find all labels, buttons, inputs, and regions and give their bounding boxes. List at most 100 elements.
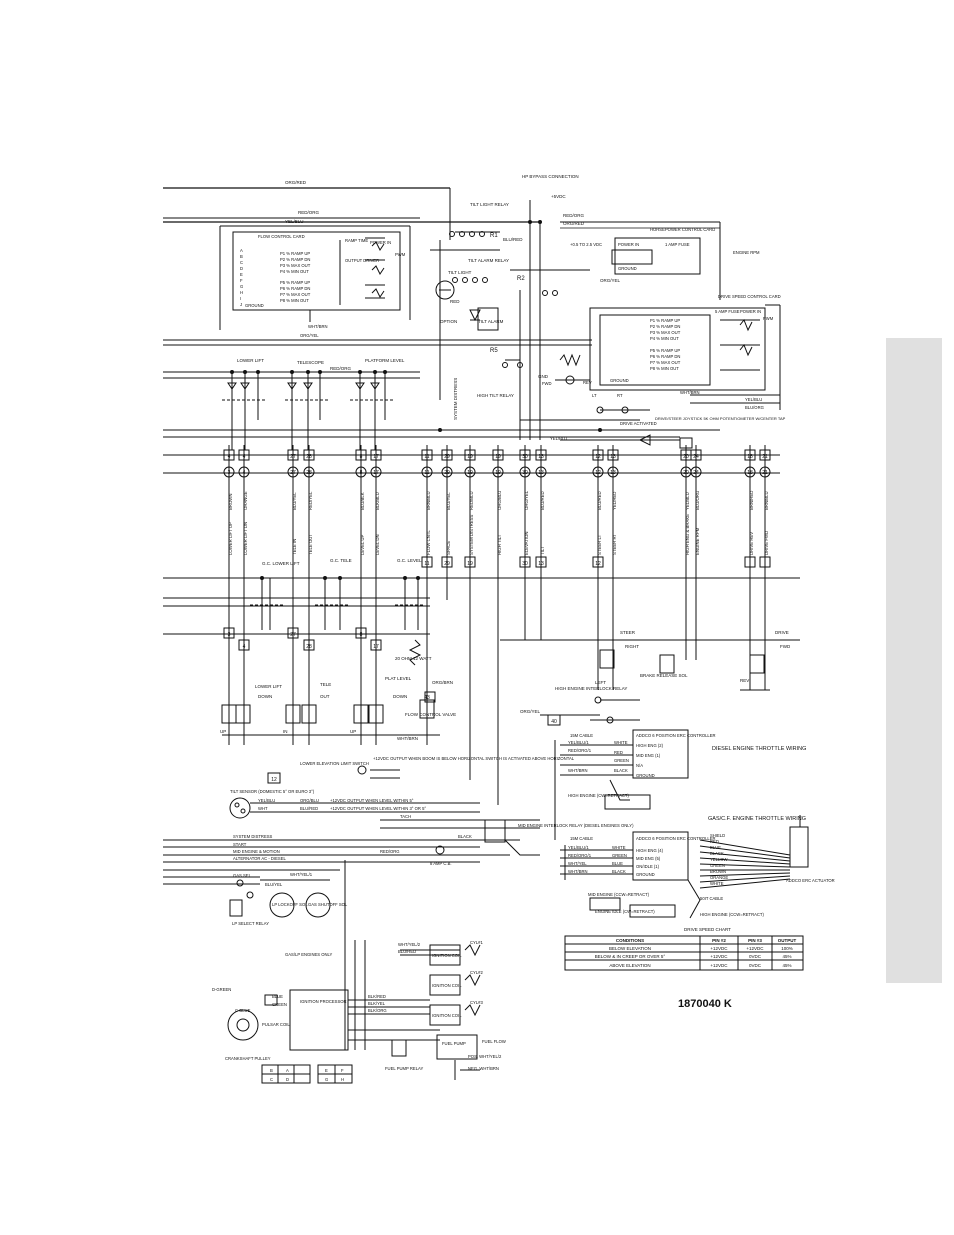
gc-level: G.C. LEVEL — [397, 558, 422, 563]
gc-lower-lift: G.C. LOWER LIFT — [262, 561, 300, 566]
steer-right: RIGHT — [625, 644, 639, 649]
flow-card-p6: P6 % RAMP DN — [280, 286, 310, 291]
diesel-color-3: BLACK — [614, 768, 628, 773]
gas-actuator: ADDCO ERC ACTUATOR — [786, 878, 835, 883]
gas-pulsar-coil: PULSAR COIL — [262, 1022, 290, 1027]
valve-plat-level: PLAT LEVEL — [385, 676, 412, 681]
diesel-wire-1: RED/ORG/1 — [568, 748, 592, 753]
gas-c-blue: C-BLUE — [235, 1008, 251, 1013]
flow-card-ground: GROUND — [245, 303, 264, 308]
function-12: STEER LT — [597, 534, 602, 555]
gas-cyl3: CYL#3 — [470, 1000, 483, 1005]
gas-mid-engine: MID ENGINE (CCW=RETRACT) — [588, 892, 650, 897]
flow-card-p1: P1 % RAMP UP — [280, 251, 310, 256]
gas-blk-yel: BLK/YEL — [368, 1001, 386, 1006]
gas-fuel-pump-relay: FUEL PUMP RELAY — [385, 1066, 424, 1071]
valve-wht-brn: WHT/BRN — [397, 736, 418, 741]
function-2: TELE IN — [292, 539, 297, 555]
gas-ignition-coil-2: IGNITION COIL — [432, 983, 462, 988]
gas-cyl1: CYL#1 — [470, 940, 483, 945]
sensor-mid-relay: MID ENGINE INTERLOCK RELAY (DIESEL ENGIN… — [518, 823, 634, 828]
chart-r2c3: 45% — [782, 963, 791, 968]
gas-conn2-3: H — [341, 1077, 344, 1082]
gas-color-3: BLACK — [612, 869, 626, 874]
label-telescope: TELESCOPE — [297, 360, 324, 365]
gas-box-title: ADDCO 6 POSITION ERC CONTROLLER — [636, 836, 716, 841]
label-tilt-alarm: TILT ALARM — [478, 319, 504, 324]
drive-card-p4: P4 % MIN OUT — [650, 336, 679, 341]
function-10: ELEVATION — [524, 532, 529, 555]
diesel-color-1: RED — [614, 750, 623, 755]
diesel-row-1: MID ENG (1) — [636, 753, 661, 758]
diesel-wire-2: WHT/BRN — [568, 768, 588, 773]
conn-top-5: 17 — [373, 454, 379, 460]
conn-mid-10: 30 — [522, 470, 528, 476]
valve-down: DOWN — [258, 694, 272, 699]
drive-card-blu-org: BLU/ORG — [745, 405, 764, 410]
diesel-high-engine: HIGH ENGINE (CW=RETRACT) — [568, 793, 629, 798]
sensor-alternator: ALTERNATOR AC - DIESEL — [233, 856, 286, 861]
gas-row-0: HIGH ENG (4) — [636, 848, 664, 853]
gas-color-0: WHITE — [612, 845, 626, 850]
sensor-lower-elev: LOWER ELEVATION LIMIT SWITCH — [300, 761, 369, 766]
conn-top-17: 21 — [762, 454, 768, 460]
gas-high-engine: HIGH ENGINE (CCW=RETRACT) — [700, 912, 764, 917]
lower-conn-0: 3 — [228, 632, 231, 638]
function-16: DRIVE REV — [749, 532, 754, 555]
conn-top-3: 28 — [306, 454, 312, 460]
sensor-red-org: RED/ORG — [380, 849, 400, 854]
drive-card-p7: P7 % MAX OUT — [650, 360, 681, 365]
gas-lp-lockoff: LP LOCKOFF SOL — [272, 902, 308, 907]
label-hp-bypass: HP BYPASS CONNECTION — [522, 174, 579, 179]
drive-card-pwm: PWM — [763, 316, 774, 321]
valve-in: IN — [283, 729, 288, 734]
steer-rev: REV — [740, 678, 749, 683]
flow-input-d: D — [240, 266, 243, 271]
label-red-org2: RED/ORG — [563, 213, 585, 218]
chart-h1: PIN #2 — [712, 938, 726, 943]
gas-ignition-coil-1: IGNITION COIL — [432, 953, 462, 958]
steer-left: LEFT — [595, 680, 606, 685]
flow-card-ramp-time: RAMP TIME — [345, 238, 368, 243]
label-r2: R2 — [517, 276, 525, 282]
drive-card-p3: P3 % MAX OUT — [650, 330, 681, 335]
wire-color-7: BLU/YEL — [446, 492, 451, 510]
function-3: TELE OUT — [308, 534, 313, 555]
lower-conn-10: 13 — [538, 561, 544, 567]
gas-act-wire-8: WHITE — [710, 881, 724, 886]
gas-act-wire-6: BROWN — [710, 869, 726, 874]
gas-act-wire-0: SHIELD — [710, 833, 725, 838]
conn-mid-15: 24 — [693, 470, 699, 476]
gas-sel: GAS SEL — [233, 873, 252, 878]
sensor-yel-blu: YEL/BLU — [258, 798, 275, 803]
function-1: LOWER LIFT DN — [243, 522, 248, 555]
drive-card-joystick: DRIVE/STEER JOYSTICK 5K OHM POTENTIOMETE… — [655, 416, 786, 421]
gas-row-2: ON/IDLE (1) — [636, 864, 660, 869]
flow-card-p5: P5 % RAMP UP — [280, 280, 310, 285]
label-r1: R1 — [490, 233, 498, 239]
wire-color-11: BLU/RED — [540, 491, 545, 510]
flow-card-org-yel: ORG/YEL — [300, 333, 319, 338]
drive-card-ground: GROUND — [610, 378, 629, 383]
hp-card-range: +0.5 TO 2.5 VDC — [570, 242, 602, 247]
chart-h3: OUTPUT — [778, 938, 797, 943]
gc-tele: G.C. TELE — [330, 558, 352, 563]
lower-conn-9: 30 — [522, 561, 528, 567]
gas-engine-idle: ENGINE IDLE (CW=RETRACT) — [595, 909, 655, 914]
lower-conn-11: 12 — [595, 561, 601, 567]
conn-top-10: 30 — [522, 454, 528, 460]
conn-mid-13: 13 — [610, 470, 616, 476]
steer-fwd: FWD — [780, 644, 791, 649]
function-0: LOWER LIFT UP — [228, 522, 233, 555]
flow-card-p3: P3 % MAX OUT — [280, 263, 311, 268]
flow-input-f: F — [240, 278, 243, 283]
valve-c43: 43 — [424, 695, 430, 701]
chart-h2: PIN #3 — [748, 938, 762, 943]
gas-color-1: GREEN — [612, 853, 627, 858]
gas-act-wire-1: RED — [710, 839, 719, 844]
flow-card-ground-wire: WHT/BRN — [308, 324, 328, 329]
conn-mid-3: 28 — [306, 470, 312, 476]
wire-color-3: RED/YEL — [308, 491, 313, 510]
sensor-black: BLACK — [458, 834, 472, 839]
gas-lp-select: LP SELECT RELAY — [232, 921, 269, 926]
